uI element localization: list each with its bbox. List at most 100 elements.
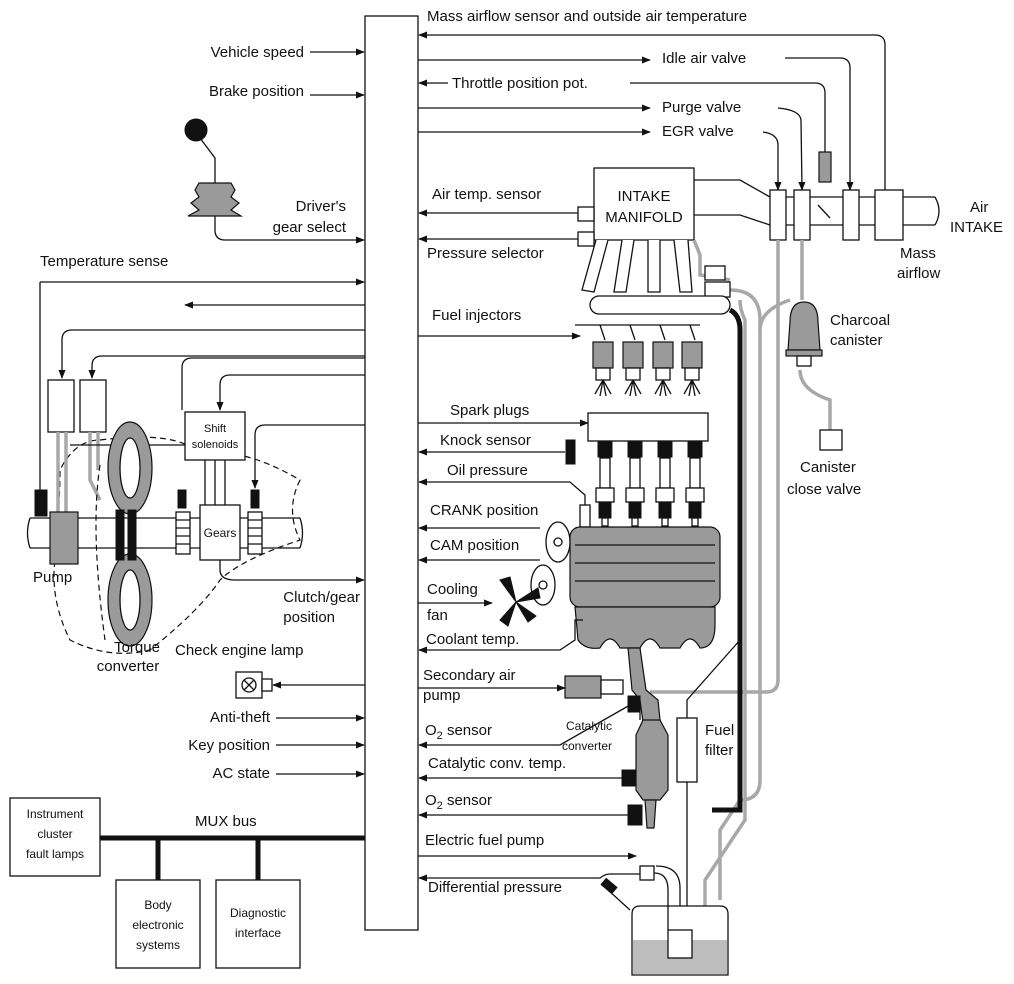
spark-plugs-label: Spark plugs	[450, 402, 529, 419]
gear-left	[175, 511, 191, 555]
instrument-cluster-label-1: Instrument	[27, 807, 84, 821]
drivers-label-1: Driver's	[296, 198, 346, 215]
fuel-tank	[600, 865, 729, 976]
instrument-cluster-label-3: fault lamps	[26, 847, 84, 861]
o2-sensor-1-suffix: sensor	[443, 722, 492, 739]
knock-sensor-icon	[565, 439, 576, 465]
torque-label-2: converter	[97, 658, 160, 675]
secondary-air-pump-label-1: Secondary air	[423, 667, 516, 684]
charcoal-canister-label-1: Charcoal	[830, 312, 890, 329]
key-position-label: Key position	[188, 737, 270, 754]
gear-sensor-left	[177, 489, 187, 509]
intake-manifold: INTAKE MANIFOLD	[577, 167, 771, 293]
throttle-position-label: Throttle position pot.	[452, 75, 588, 92]
air-intake-label-1: Air	[970, 199, 988, 216]
svg-text:O2 sensor: O2 sensor	[425, 722, 492, 742]
cam-position-signal: CAM position	[418, 537, 540, 564]
secondary-air-pump-box	[564, 675, 602, 699]
canister-close-valve-label-2: close valve	[787, 481, 861, 498]
ac-state-input: AC state	[212, 765, 365, 782]
check-engine-lamp: Check engine lamp	[175, 642, 365, 699]
o2-sensor-1-prefix: O	[425, 722, 437, 739]
purge-valve-signal: Purge valve	[418, 99, 806, 191]
throttle-pot	[818, 151, 832, 183]
diagnostic-interface-box	[215, 879, 301, 969]
o2-sensor-2-signal: O2 sensor	[418, 792, 643, 826]
drivers-label-2: gear select	[273, 219, 347, 236]
idle-air-valve-block	[842, 189, 860, 241]
pump-solenoid-b	[79, 379, 107, 433]
engine-block-body	[569, 526, 721, 608]
fuel-filter-label-1: Fuel	[705, 722, 734, 739]
cooling-fan-label-1: Cooling	[427, 581, 478, 598]
catalytic-converter-label-1: Catalytic	[566, 719, 612, 733]
idle-air-valve-label: Idle air valve	[662, 50, 746, 67]
mass-airflow-label-1: Mass	[900, 245, 936, 262]
brake-position-input: Brake position	[209, 83, 365, 100]
air-temp-sensor-signal: Air temp. sensor	[418, 186, 578, 217]
cam-position-label: CAM position	[430, 537, 519, 554]
o2-sensor-1-sub: 2	[437, 730, 443, 742]
intake-manifold-label-2: MANIFOLD	[605, 209, 683, 226]
crank-position-signal: CRANK position	[418, 502, 540, 532]
o2-sensor-1-signal: O2 sensor	[418, 695, 641, 749]
idle-air-valve-signal: Idle air valve	[418, 50, 854, 191]
mass-airflow-sensor-label: Mass airflow sensor and outside air temp…	[427, 8, 747, 25]
ecu-box	[364, 15, 419, 931]
transmission-group: Shift solenoids Pump Torque converter Ge…	[26, 379, 365, 675]
vehicle-speed-label: Vehicle speed	[211, 44, 304, 61]
catalytic-conv-temp-label: Catalytic conv. temp.	[428, 755, 566, 772]
fuel-injectors-label: Fuel injectors	[432, 307, 521, 324]
anti-theft-input: Anti-theft	[210, 709, 365, 726]
shift-solenoids-label-2: solenoids	[192, 439, 239, 451]
cooling-fan: Cooling fan	[418, 576, 541, 627]
fuel-filter-label-2: filter	[705, 742, 733, 759]
body-electronic-label-3: systems	[136, 938, 180, 952]
throttle-position-signal: Throttle position pot.	[418, 75, 826, 152]
egr-valve-label: EGR valve	[662, 123, 734, 140]
ignition-coil-box	[587, 412, 709, 442]
fuel-rail-bar	[589, 295, 731, 315]
differential-pressure-label: Differential pressure	[428, 879, 562, 896]
shift-solenoids-box	[184, 411, 246, 461]
air-temp-sensor-label: Air temp. sensor	[432, 186, 541, 203]
key-position-input: Key position	[188, 737, 365, 754]
clutch-gear-label-2: position	[283, 609, 335, 626]
gear-sensor-right	[250, 489, 260, 509]
mass-airflow-label-2: airflow	[897, 265, 941, 282]
gears-label: Gears	[204, 526, 237, 540]
knock-sensor-signal: Knock sensor	[418, 432, 576, 465]
gear-shifter-icon	[184, 118, 365, 244]
diagnostic-label-2: interface	[235, 926, 281, 940]
fuel-rail	[589, 295, 743, 813]
air-intake-duct: Air INTAKE Mass airflow	[769, 151, 1003, 282]
pressure-selector-label: Pressure selector	[427, 245, 544, 262]
instrument-cluster-box	[9, 797, 101, 877]
oil-pressure-signal: Oil pressure	[418, 462, 591, 528]
o2-sensor-2-suffix: sensor	[443, 792, 492, 809]
canister-close-valve-label-1: Canister	[800, 459, 856, 476]
pump-label: Pump	[33, 569, 72, 586]
purge-valve-block	[793, 189, 811, 241]
egr-valve-block	[769, 189, 787, 241]
intake-manifold-box	[593, 167, 695, 241]
charcoal-canister-label-2: canister	[830, 332, 883, 349]
vehicle-speed-input: Vehicle speed	[211, 44, 365, 61]
knock-sensor-label: Knock sensor	[440, 432, 531, 449]
pressure-selector-signal: Pressure selector	[418, 235, 578, 262]
fuel-injectors-signal: Fuel injectors	[418, 307, 700, 341]
canister-close-valve-box	[819, 429, 843, 451]
torque-label-1: Torque	[114, 639, 160, 656]
instrument-cluster-label-2: cluster	[37, 827, 72, 841]
body-electronic-label-1: Body	[144, 898, 171, 912]
coolant-temp-label: Coolant temp.	[426, 631, 519, 648]
check-engine-lamp-label: Check engine lamp	[175, 642, 303, 659]
pump-solenoid-a	[47, 379, 75, 433]
crank-position-label: CRANK position	[430, 502, 538, 519]
pump-block	[49, 511, 79, 565]
fuel-pump-in-tank	[667, 929, 693, 959]
electric-fuel-pump-label: Electric fuel pump	[425, 832, 544, 849]
body-electronic-label-2: electronic	[132, 918, 183, 932]
electric-fuel-pump-signal: Electric fuel pump	[418, 832, 637, 860]
secondary-air-pump-label-2: pump	[423, 687, 461, 704]
